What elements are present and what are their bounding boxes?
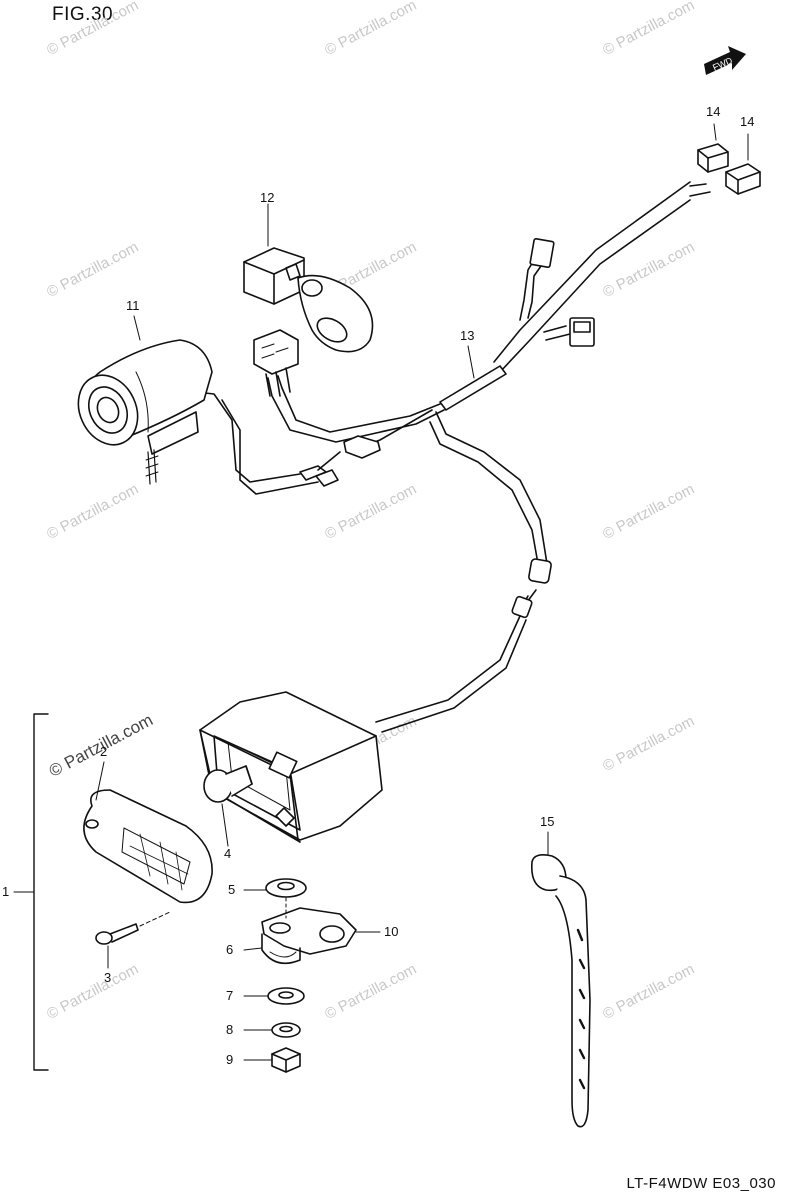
callout-1: 1 bbox=[2, 884, 10, 899]
connector-cap-14b bbox=[725, 163, 761, 195]
bulb bbox=[203, 765, 253, 803]
callout-14a: 14 bbox=[706, 104, 721, 119]
figure-title: FIG.30 bbox=[52, 4, 114, 25]
callout-3: 3 bbox=[104, 970, 112, 985]
wiring-harness bbox=[195, 181, 711, 733]
handlebar-switch bbox=[243, 247, 374, 397]
callout-6: 6 bbox=[226, 942, 234, 957]
callout-14b: 14 bbox=[740, 114, 755, 129]
callout-5: 5 bbox=[228, 882, 236, 897]
callout-13: 13 bbox=[460, 328, 475, 343]
clamp-band bbox=[530, 854, 591, 1128]
diagram-code: LT-F4WDW E03_030 bbox=[626, 1175, 776, 1192]
callout-7: 7 bbox=[226, 988, 234, 1003]
callout-10: 10 bbox=[384, 924, 399, 939]
nut bbox=[271, 1047, 301, 1073]
callout-15: 15 bbox=[540, 814, 555, 829]
assembly-bracket bbox=[33, 713, 49, 1071]
lock-washer bbox=[271, 1022, 301, 1038]
grommet bbox=[265, 878, 307, 898]
bracket bbox=[261, 907, 357, 965]
screw bbox=[95, 911, 171, 945]
callout-11: 11 bbox=[126, 298, 140, 313]
callout-8: 8 bbox=[226, 1022, 234, 1037]
lens bbox=[83, 789, 213, 904]
fwd-arrow-icon: FWD bbox=[704, 46, 746, 75]
connector-cap-14a bbox=[697, 143, 729, 173]
callout-9: 9 bbox=[226, 1052, 234, 1067]
callout-4: 4 bbox=[224, 846, 232, 861]
callout-12: 12 bbox=[260, 190, 275, 205]
washer bbox=[267, 987, 305, 1005]
tail-lamp-housing bbox=[199, 691, 383, 843]
headlight-assembly bbox=[77, 339, 213, 485]
callout-2: 2 bbox=[100, 744, 108, 759]
